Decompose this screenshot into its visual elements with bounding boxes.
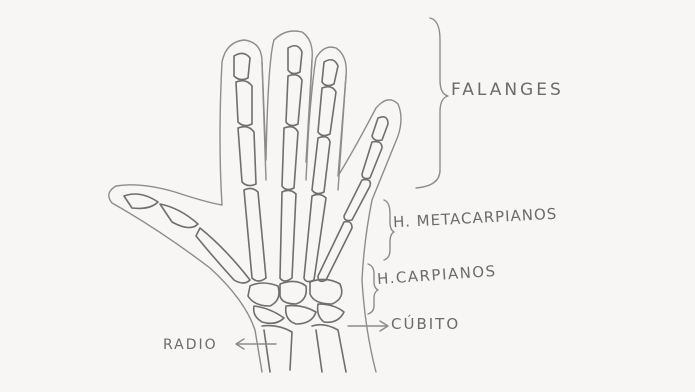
index-middle — [236, 81, 252, 126]
index-proximal — [238, 127, 256, 186]
ring-proximal — [312, 137, 330, 194]
middle-distal — [288, 46, 302, 74]
radio-pointer-arrow — [236, 339, 276, 349]
carpal-5 — [286, 306, 316, 324]
middle-proximal — [282, 127, 298, 190]
carpal-3 — [310, 279, 342, 304]
finger-gap-2 — [306, 60, 312, 180]
thumb-phalanx-proximal — [160, 204, 198, 228]
label-falanges: FALANGES — [451, 80, 564, 100]
carpal-6 — [318, 304, 344, 322]
carpal-2 — [280, 281, 306, 304]
ring-metacarpal — [304, 194, 326, 281]
index-metacarpal — [244, 188, 266, 281]
middle-metacarpal — [280, 190, 296, 281]
ring-middle — [318, 87, 336, 136]
finger-gap-3 — [338, 76, 346, 190]
finger-gap-1 — [262, 62, 266, 180]
radius-bone — [262, 326, 292, 372]
ring-distal — [322, 60, 338, 86]
carpal-4 — [254, 306, 284, 323]
ulna-bone — [312, 325, 346, 372]
little-metacarpal — [318, 222, 352, 282]
thumb-metacarpal — [196, 228, 250, 283]
little-proximal — [344, 180, 370, 221]
cubito-pointer-arrow — [348, 321, 388, 331]
label-radio: RADIO — [163, 337, 218, 353]
little-middle — [362, 142, 382, 179]
thumb-phalanx-distal — [124, 194, 158, 208]
label-cubito: CÚBITO — [391, 315, 460, 333]
little-distal — [372, 117, 388, 141]
index-distal — [234, 53, 250, 79]
brace-metacarpianos — [384, 200, 394, 260]
middle-middle — [286, 75, 302, 126]
carpal-1 — [248, 283, 279, 306]
brace-falanges — [416, 18, 448, 188]
hand-outline — [109, 31, 401, 372]
